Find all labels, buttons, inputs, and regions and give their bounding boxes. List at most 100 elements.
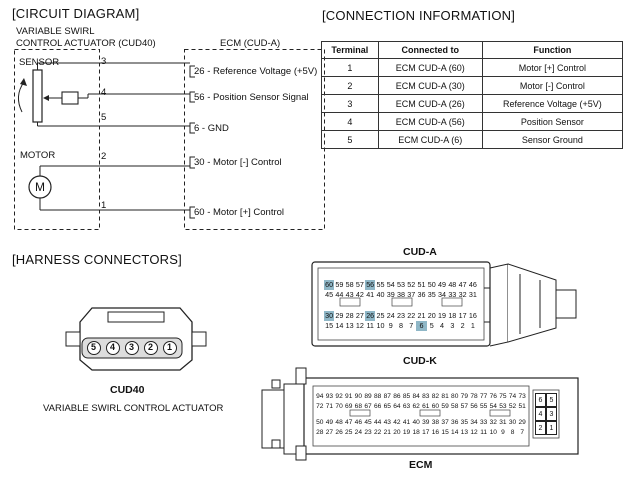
connector-pin: 3 — [546, 407, 557, 421]
connector-pin: 47 — [345, 418, 353, 426]
connector-pin: 49 — [325, 418, 334, 426]
connector-pin: 9 — [388, 321, 393, 331]
cell-connected-to: ECM CUD-A (30) — [377, 76, 483, 95]
connector-pin: 33 — [479, 418, 488, 426]
connector-pin: 35 — [460, 418, 469, 426]
table-row: 2 ECM CUD-A (30) Motor [-] Control — [321, 76, 623, 95]
connector-pin: 6 — [535, 393, 546, 407]
connector-pin: 18 — [448, 311, 457, 321]
connector-pin: 4 — [535, 407, 546, 421]
connector-pin: 60 — [324, 280, 335, 290]
connector-pin: 20 — [393, 428, 401, 436]
potentiometer — [32, 69, 43, 123]
connector-pin: 24 — [386, 311, 395, 321]
connector-pin: 70 — [335, 402, 343, 410]
connector-pin: 17 — [422, 428, 430, 436]
connector-pin: 7 — [409, 321, 414, 331]
connector-pin: 93 — [325, 392, 334, 400]
connector-pin: 85 — [402, 392, 411, 400]
connector-pin: 41 — [366, 290, 375, 300]
connector-pin: 5 — [429, 321, 434, 331]
connector-pin: 80 — [451, 392, 459, 400]
ecm-connector-housing — [261, 261, 579, 461]
table-row: 1 ECM CUD-A (60) Motor [+] Control — [321, 58, 623, 77]
connector-pin: 26 — [365, 311, 376, 321]
connector-pin: 14 — [335, 321, 344, 331]
header-connected-to: Connected to — [377, 41, 483, 59]
connector-pin: 15 — [325, 321, 334, 331]
connector-pin: 30 — [508, 418, 517, 426]
motor-letter: M — [35, 180, 45, 194]
connector-pin: 52 — [407, 280, 416, 290]
connector-pin: 37 — [441, 418, 449, 426]
connector-pin: 26 — [335, 428, 343, 436]
connector-pin: 79 — [460, 392, 469, 400]
connector-pin: 55 — [479, 402, 488, 410]
connector-pin: 40 — [376, 290, 385, 300]
table-header-row: Terminal Connected to Function — [321, 41, 623, 59]
connector-pin: 5 — [546, 393, 557, 407]
connector-pin: 32 — [458, 290, 467, 300]
connector-pin: 13 — [460, 428, 469, 436]
connector-pin: 31 — [468, 290, 477, 300]
connector-pin: 28 — [316, 428, 324, 436]
connector-pin: 69 — [345, 402, 353, 410]
connector-pin: 38 — [431, 418, 440, 426]
pin-number-5: 5 — [101, 112, 107, 123]
connector-pin: 62 — [412, 402, 420, 410]
connector-pin: 12 — [355, 321, 364, 331]
connector-pin: 64 — [393, 402, 401, 410]
connector-pin: 18 — [412, 428, 420, 436]
connector-pin: 21 — [417, 311, 426, 321]
connector-pin: 36 — [417, 290, 426, 300]
pin-number-3: 3 — [101, 56, 107, 67]
connector-pin: 11 — [480, 428, 488, 436]
ecm-pin-30-label: 30 - Motor [-] Control — [194, 157, 282, 168]
connector-pin: 27 — [325, 428, 334, 436]
cud-k-label: CUD-K — [403, 355, 437, 367]
connector-pin: 25 — [376, 311, 385, 321]
cell-connected-to: ECM CUD-A (6) — [377, 130, 483, 149]
wiper-block — [61, 91, 79, 105]
connector-pin: 32 — [489, 418, 497, 426]
cud40-pin-2: 2 — [148, 342, 154, 352]
cud40-name: CUD40 — [110, 384, 145, 396]
connector-pin: 50 — [316, 418, 324, 426]
connector-pin: 38 — [396, 290, 405, 300]
connector-pin: 42 — [393, 418, 401, 426]
connector-pin: 39 — [422, 418, 430, 426]
connector-pin: 22 — [373, 428, 382, 436]
connector-pin: 24 — [354, 428, 363, 436]
connector-pin: 44 — [373, 418, 382, 426]
connector-pin: 31 — [499, 418, 507, 426]
connector-pin: 42 — [355, 290, 364, 300]
connector-pin: 34 — [470, 418, 478, 426]
connector-pin: 94 — [316, 392, 324, 400]
connector-pin: 89 — [364, 392, 372, 400]
connector-pin: 10 — [376, 321, 385, 331]
table-row: 5 ECM CUD-A (6) Sensor Ground — [321, 130, 623, 149]
cell-connected-to: ECM CUD-A (26) — [377, 94, 483, 113]
connector-pin: 33 — [448, 290, 457, 300]
connector-pin: 51 — [417, 280, 426, 290]
ecm-pin-26-label: 26 - Reference Voltage (+5V) — [194, 66, 318, 77]
cell-terminal: 1 — [321, 58, 379, 77]
connector-pin: 50 — [427, 280, 436, 290]
connector-pin: 48 — [448, 280, 457, 290]
cud40-pin-5: 5 — [91, 342, 97, 352]
connector-pin: 60 — [431, 402, 440, 410]
connector-pin: 65 — [383, 402, 391, 410]
connector-pin: 27 — [355, 311, 364, 321]
connector-pin: 25 — [345, 428, 353, 436]
connector-pin: 44 — [335, 290, 344, 300]
connector-pin: 1 — [546, 421, 557, 435]
connector-pin: 35 — [427, 290, 436, 300]
cell-function: Sensor Ground — [481, 130, 623, 149]
circuit-diagram — [14, 49, 325, 230]
connector-pin: 73 — [518, 392, 526, 400]
connector-pin: 40 — [412, 418, 420, 426]
connector-pin: 59 — [335, 280, 344, 290]
